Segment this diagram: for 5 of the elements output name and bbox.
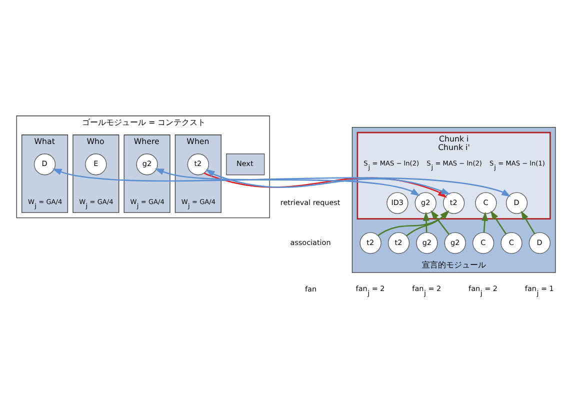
arrow: [154, 168, 420, 196]
arrow: [520, 210, 536, 234]
arrow: [490, 210, 506, 234]
arrow: [423, 212, 430, 232]
arrow: [482, 212, 488, 232]
